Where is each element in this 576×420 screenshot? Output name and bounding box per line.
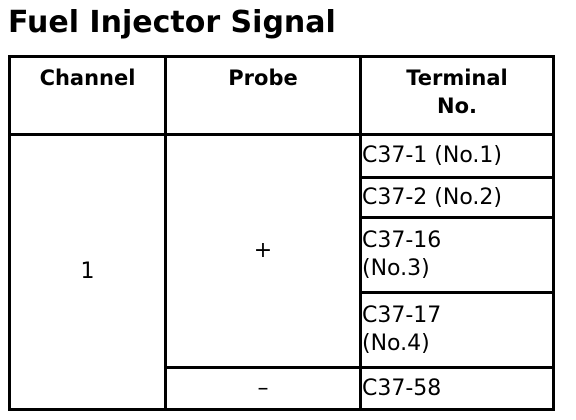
header-channel: Channel (8, 55, 167, 136)
channel-cell: 1 (8, 133, 167, 411)
terminal-line: C37-16 (362, 228, 442, 253)
terminal-cell: C37-2 (No.2) (359, 176, 555, 219)
table-row: C37-2 (No.2) (10, 176, 555, 219)
table-row: C37-17 (No.4) (10, 291, 555, 369)
terminal-cell: C37-1 (No.1) (359, 133, 555, 179)
page-title: Fuel Injector Signal (8, 5, 336, 40)
header-row: Channel Probe Terminal No. (8, 55, 555, 136)
probe-minus-cell: – (164, 366, 362, 411)
signal-table: Channel Probe Terminal No. 1 + C37-1 (No… (8, 55, 555, 411)
table-row: 1 + C37-1 (No.1) (8, 133, 555, 411)
table-row: – C37-58 (10, 366, 555, 411)
header-terminal-line2: No. (437, 94, 477, 118)
terminal-line: (No.4) (362, 331, 430, 356)
terminal-cell: C37-16 (No.3) (359, 216, 555, 294)
header-probe: Probe (164, 55, 362, 136)
probe-plus-cell: + (164, 133, 362, 369)
terminal-cell: C37-17 (No.4) (359, 291, 555, 369)
header-terminal: Terminal No. (359, 55, 555, 136)
terminal-cell: C37-58 (359, 366, 555, 411)
terminal-line: (No.3) (362, 256, 430, 281)
table-row: C37-16 (No.3) (10, 216, 555, 294)
terminal-line: C37-17 (362, 303, 442, 328)
header-terminal-line1: Terminal (406, 66, 508, 90)
